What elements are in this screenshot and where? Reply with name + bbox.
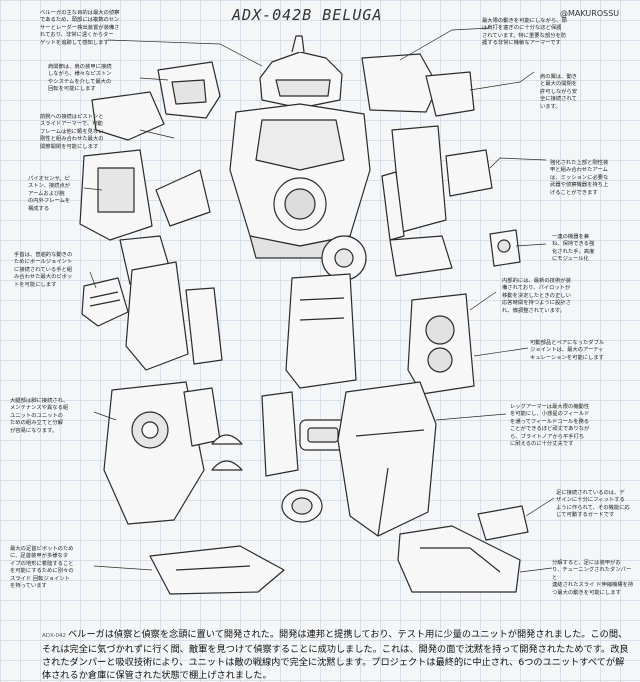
head-unit (259, 35, 343, 109)
left-forearm-armor (125, 261, 223, 371)
waist-armor (285, 273, 357, 389)
callout-shoulder-joint: 肩関節は、肩の装甲に接続 しながら、様々なピストン やシステムを介して最大の 回… (48, 64, 112, 93)
callout-foot-damper: 分解すると、足には装甲がお り、チューニングされたダンパーと 連結されたスライ … (552, 560, 634, 596)
left-foot (149, 545, 285, 595)
right-foot (397, 525, 521, 593)
callout-biosensors: パイオセンサ、ピ ストン、接続点が アームおよび腕 の内外フレームを 構成する (28, 176, 71, 212)
diagram-title: ADX-042B BELUGA (232, 6, 383, 24)
callout-head-armor: 最大限の動きを可能にしながら、頭 は肩打を塞ぎのに十分なほど保護 されています。… (482, 18, 567, 47)
callout-foot-guard: 足に接続されているのは、デ ザインに十分にフィットする ように作られて、その機能… (556, 490, 630, 519)
callout-head-sensors: ベルーガの主な目的は最大の偵察 であるため、頭部には複数のセン サーとレーダー検… (40, 10, 120, 46)
left-hand (81, 277, 129, 327)
foot-guard (477, 505, 529, 541)
callout-double-joint: 可動部品とペアになったダブル ジョイントは、最大のアーティ キュレーションを可能… (530, 340, 605, 361)
callout-forearm-connection: 前腕への接続はピストンと スライドアーマーで、可動 フレームは他に類を見ない 剛… (40, 114, 104, 150)
leg-armor (337, 381, 437, 537)
callout-ankle-pivot: 最大の足首ピボットのため に、足首装甲が多様なタ イプの地形に着陸すること を可… (10, 546, 74, 590)
knee-domes (211, 434, 243, 471)
callout-leg-armor: レッグアーマーは最大限の機動性 を可能にし、小惑星のフィールド を通ってフィール… (510, 404, 590, 448)
torso-unit (229, 103, 371, 259)
left-shoulder-armor (157, 61, 221, 119)
thigh-armor (261, 391, 347, 477)
ankle-cylinder (281, 489, 323, 523)
callout-wrist-ball-joint: 手首は、普遍的な動きの ためにボールジョイント に接続されている手と組 み合わせ… (14, 252, 73, 288)
callout-thigh: 大腿部は脚に接続され、 メンテナンスや異なる組 ユニットのユニットの ための組み… (10, 398, 69, 434)
artist-credit: @MAKUROSSU (560, 9, 620, 18)
callout-reinforced-arm: 強化された上部と剛性装 甲と組み合わせたアーム は、ミッションに必要な 武器や偵… (550, 160, 609, 196)
internal-frame (407, 293, 475, 395)
neck-ball-joint (321, 235, 367, 281)
right-shoulder-armor (361, 53, 475, 117)
right-hand (489, 229, 521, 267)
left-leg-frame (103, 381, 221, 525)
callout-shoulder-wings: 肩の翼は、動き と最大の開閉を 許可しながら安 全に接続されて います。 (540, 74, 578, 110)
callout-modular-hand: 一連の機器を兼 ね、保持できる強 化された手、高度 にモジュール化 (552, 234, 595, 263)
callout-internal-tech: 内部的には、最新の技術が装 備されており、パイロットが 移動を決定したときの正し… (502, 278, 571, 314)
unit-description-text: ベルーガは偵察と偵察を念頭に置いて開発された。開発は連邦と提携しており、テスト用… (42, 629, 629, 681)
unit-tag: ADX-042 (42, 633, 66, 639)
right-arm-frame (381, 125, 493, 277)
